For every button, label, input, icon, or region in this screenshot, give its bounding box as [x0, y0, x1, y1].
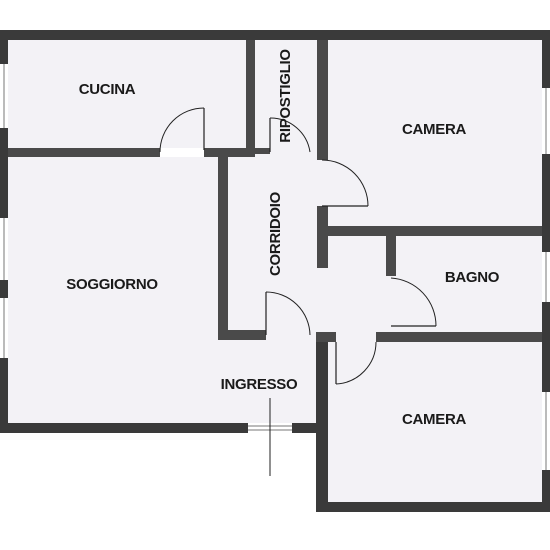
- wall-corridor-left-bottom: [218, 330, 266, 340]
- door-entrance: [248, 398, 292, 476]
- door-corridor-hall: [265, 291, 311, 336]
- wall-bedroom-bottom-left: [316, 342, 328, 512]
- wall-bath-left: [386, 236, 396, 276]
- wall-kitchen-bottom-right: [204, 148, 255, 157]
- floor-bedroom-bottom: [328, 342, 542, 502]
- wall-storage-right: [317, 40, 328, 152]
- room-labels: CUCINA RIPOSTIGLIO CAMERA CORRIDOIO SOGG…: [66, 49, 500, 428]
- wall-bedroom-top-left: [317, 152, 328, 160]
- wall-bedroom-top-bottom: [317, 226, 542, 236]
- wall-entrance-jamb: [292, 423, 328, 433]
- doors: [159, 107, 437, 476]
- label-kitchen: CUCINA: [79, 81, 136, 98]
- wall-corridor-left: [218, 152, 228, 340]
- label-bedroom-bottom: CAMERA: [402, 411, 466, 428]
- label-bathroom: BAGNO: [445, 269, 500, 286]
- wall-bath-bottom: [376, 332, 542, 342]
- wall-outer-bottom-left: [0, 423, 248, 433]
- floor-areas: [8, 40, 542, 502]
- wall-corridor-right-stub: [317, 236, 328, 268]
- wall-kitchen-bottom: [8, 148, 160, 157]
- label-corridor: CORRIDOIO: [267, 191, 284, 276]
- door-kitchen: [159, 107, 205, 153]
- door-bedroom-bottom: [335, 341, 377, 385]
- wall-storage-bottom: [255, 148, 270, 154]
- door-bathroom: [390, 277, 437, 327]
- floor-bathroom: [396, 236, 542, 332]
- floor-bath-hall: [328, 236, 396, 342]
- floor-corridor: [228, 152, 328, 332]
- label-storage: RIPOSTIGLIO: [277, 49, 294, 143]
- windows: [0, 64, 550, 470]
- label-bedroom-top: CAMERA: [402, 121, 466, 138]
- wall-hall-right: [316, 332, 336, 342]
- floor-living-room: [8, 157, 218, 423]
- wall-bedroom-top-left-lower: [317, 206, 328, 236]
- wall-outer-bottom-right: [316, 502, 550, 512]
- floor-kitchen: [8, 40, 246, 148]
- floor-storage: [255, 40, 317, 152]
- wall-kitchen-storage: [246, 40, 255, 157]
- floor-bedroom-top: [328, 40, 542, 226]
- label-entrance: INGRESSO: [221, 376, 298, 393]
- label-living-room: SOGGIORNO: [66, 276, 158, 293]
- floor-hall: [218, 332, 328, 423]
- wall-outer-top: [0, 30, 550, 40]
- door-bedroom-top: [321, 159, 369, 207]
- door-storage: [269, 117, 311, 153]
